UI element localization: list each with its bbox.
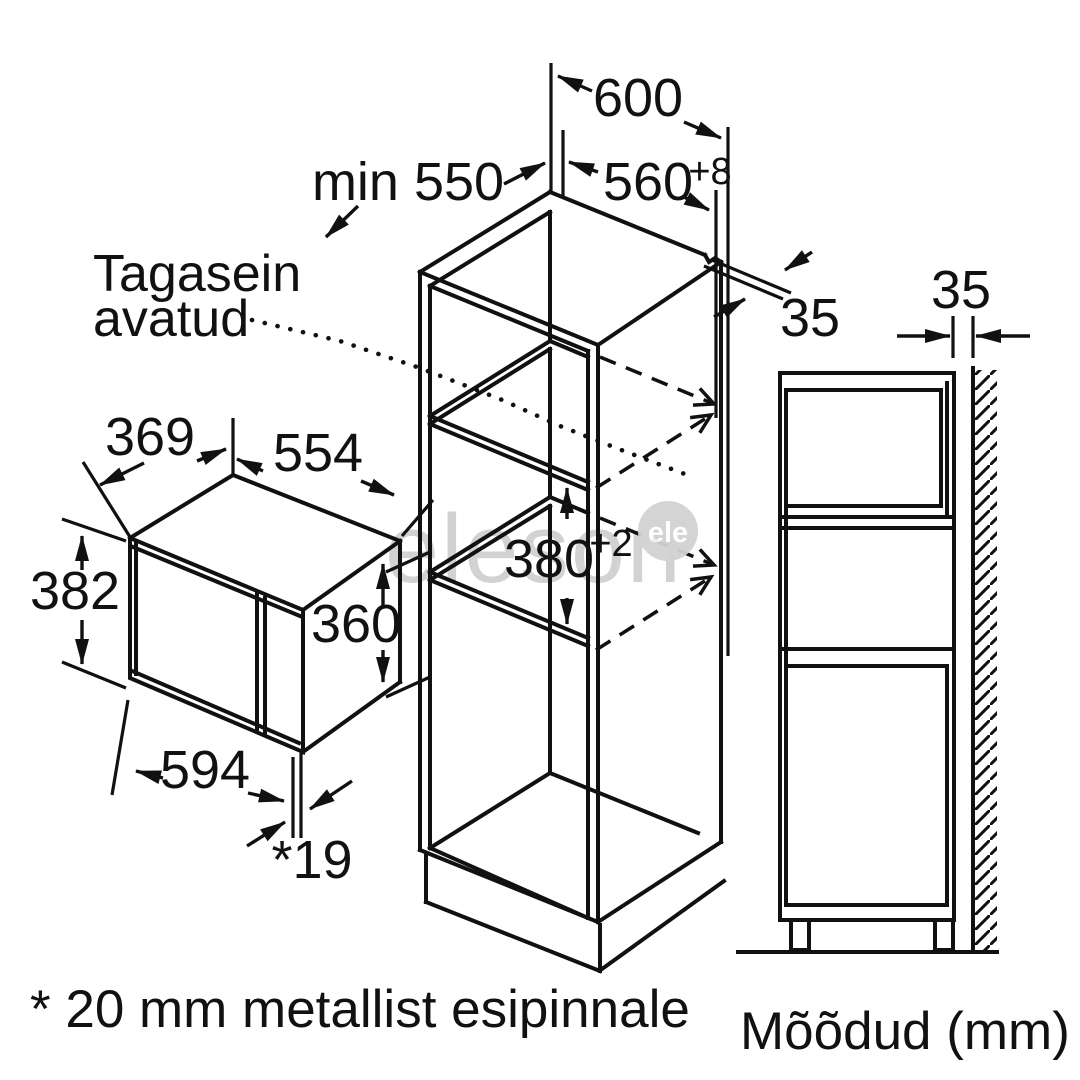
callout-line1: Tagasein: [93, 245, 301, 303]
callout-line2: avatud: [93, 290, 249, 348]
dim-label-cabinet-depth: min 550: [312, 152, 504, 212]
cabinet-shelf-upper: [427, 413, 591, 493]
dim-mw-front-height-382: 382: [30, 517, 127, 690]
dim-label-niche-width: 560: [603, 152, 693, 212]
side-view-outline: [778, 371, 956, 922]
cabinet-front-edges: [418, 270, 600, 924]
dim-top-rail-35: 35: [703, 250, 840, 348]
watermark-badge-circle: [638, 501, 698, 561]
microwave-door-handle: [255, 592, 267, 737]
dim-wall-gap-35: 35: [897, 260, 1030, 358]
cabinet-right-side: [595, 260, 724, 925]
microwave-door: [128, 535, 305, 756]
side-view-shelf: [778, 504, 956, 530]
wall-hatching: [973, 370, 997, 952]
side-view-foot-left: [789, 918, 811, 952]
dim-niche-width-560: 560 +8: [568, 151, 732, 212]
microwave-drawing: [127, 472, 403, 756]
side-view-drawing: [736, 366, 999, 954]
watermark-text: eleson: [385, 494, 683, 603]
cabinet-shelf-lower: [427, 569, 591, 649]
callout-back-wall-open: Tagasein avatud: [93, 245, 693, 479]
dim-mw-body-height-360: 360: [311, 550, 431, 699]
dim-label-niche-width-tol: +8: [688, 151, 731, 193]
side-view-lower-door: [778, 647, 956, 907]
dim-niche-height-380: 380 +2: [504, 487, 633, 625]
watermark-badge-label: ele: [648, 517, 688, 549]
dim-label-mw-front-height: 382: [30, 561, 120, 621]
dim-label-mw-body-height: 360: [311, 594, 401, 654]
dim-mw-front-width-594: 594: [110, 699, 285, 803]
dim-label-mw-body-width: 554: [273, 423, 363, 483]
cabinet-bottom-plinth: [417, 845, 727, 974]
side-view-niche-back-panel: [939, 381, 949, 519]
shelf-removal-dashed-upper: [599, 355, 714, 404]
dim-extension-lines-top: [549, 63, 730, 656]
dim-cabinet-depth-min550: min 550: [312, 152, 546, 239]
dim-cabinet-width-600: 600: [557, 68, 722, 140]
microwave-top-face: [127, 472, 403, 613]
units-label: Mõõdud (mm): [740, 1002, 1070, 1061]
cabinet-top-face: [417, 189, 724, 354]
dim-label-mw-depth: 369: [105, 407, 195, 467]
dim-label-niche-height: 380: [504, 529, 594, 589]
dim-mw-depth-369: 369: [81, 407, 235, 538]
side-view-foot-right: [933, 918, 955, 952]
callout-dotted-leader: [249, 317, 693, 479]
dim-label-mw-front-width: 594: [160, 740, 250, 800]
footnote: * 20 mm metallist esipinnale: [30, 980, 690, 1039]
dim-label-niche-height-tol: +2: [589, 523, 632, 565]
dim-label-wall-gap: 35: [931, 260, 991, 320]
dim-mw-front-gap-19: *19: [246, 753, 353, 890]
dim-mw-body-width-554: 554: [236, 423, 435, 538]
shelf-removal-dashed-upper-2: [595, 415, 711, 490]
shelf-removal-dashed-lower-2: [595, 577, 711, 652]
dim-label-mw-front-gap: *19: [271, 830, 352, 890]
watermark-badge: ele: [638, 501, 698, 561]
dim-label-cabinet-width: 600: [593, 68, 683, 128]
dim-label-top-rail: 35: [780, 288, 840, 348]
